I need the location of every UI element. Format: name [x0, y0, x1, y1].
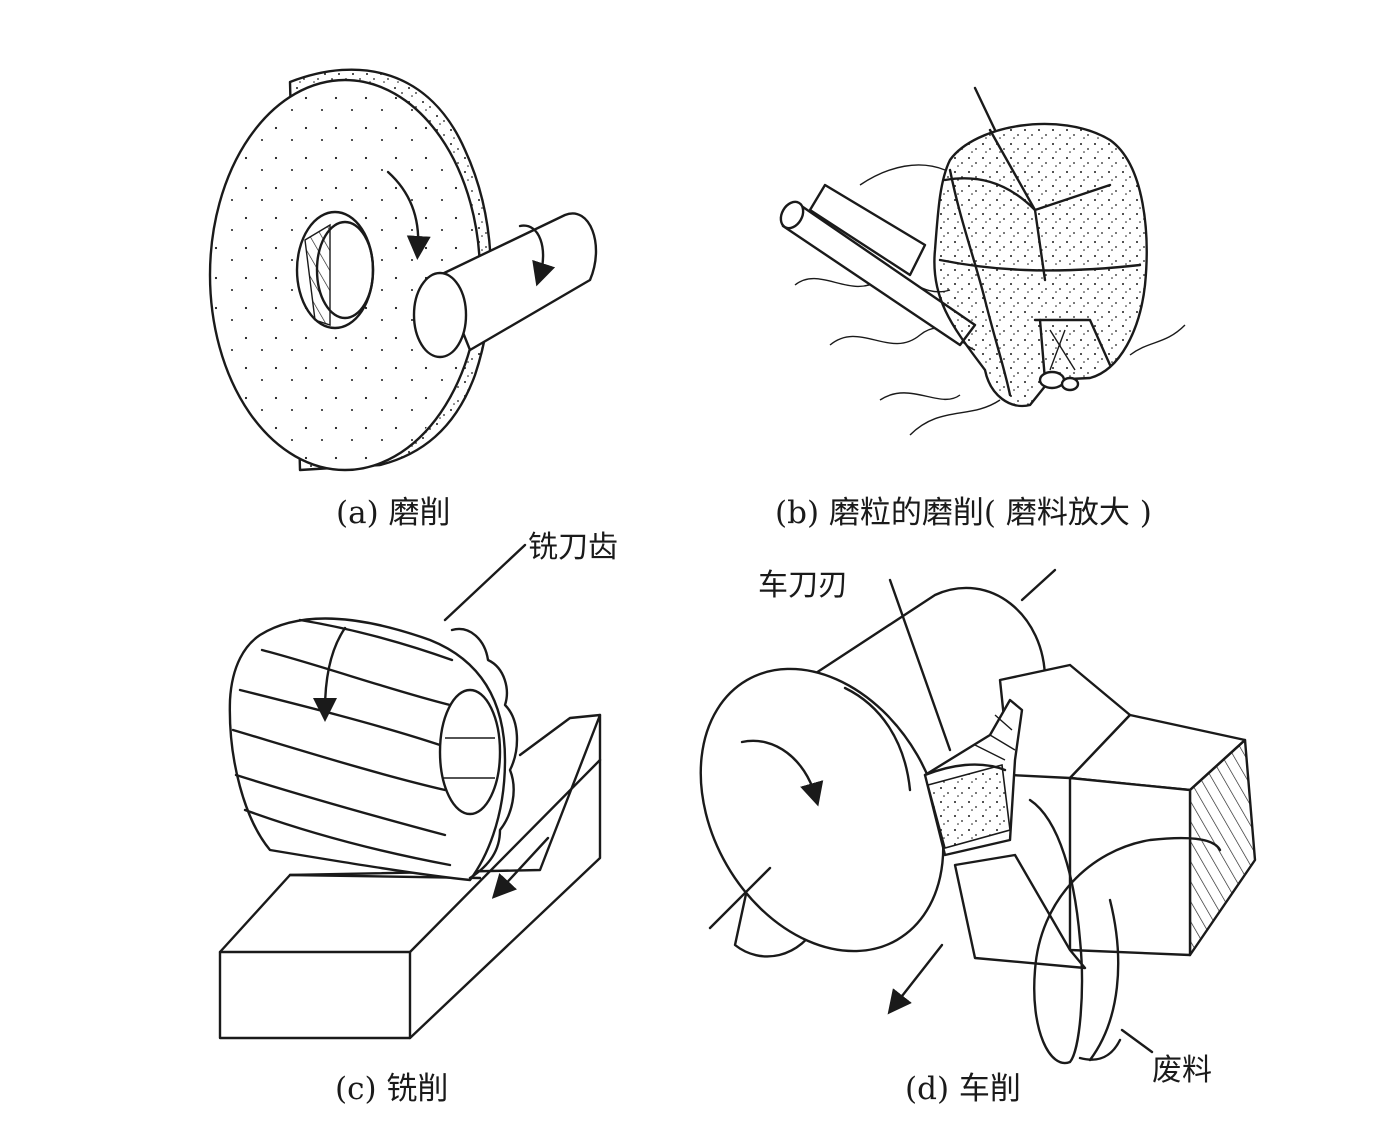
turning-tool-tip [923, 698, 1024, 857]
label-milling-teeth: 铣刀齿 [528, 530, 618, 565]
panel-d-turning [699, 568, 1257, 1065]
wheel-rotation-arrow [386, 170, 431, 260]
grain-holder-rod [779, 183, 977, 347]
blade-leader-line [888, 578, 952, 752]
grinding-workpiece [412, 212, 598, 359]
caption-grinding: (a) 磨削 [336, 495, 451, 531]
abrasive-grain [933, 122, 1148, 408]
label-chip: 废料 [1152, 1053, 1212, 1088]
caption-grain-grinding: (b) 磨粒的磨削( 磨料放大 ) [775, 495, 1152, 531]
caption-turning: (d) 车削 [905, 1071, 1021, 1107]
grain-pointer-line [973, 86, 997, 132]
teeth-leader-line [443, 543, 527, 622]
turning-workpiece [699, 568, 1057, 1015]
panel-a-grinding [208, 68, 598, 472]
cutter-rotation-arrow [313, 626, 347, 722]
panel-b-grain-grinding [779, 86, 1186, 436]
caption-milling: (c) 铣削 [335, 1071, 449, 1107]
milling-cutter [228, 543, 527, 882]
chip-leader-line [1120, 1028, 1154, 1054]
workpiece-rotation-arrow [740, 739, 824, 807]
feed-direction-arrow [491, 836, 550, 899]
chip-curl [1028, 798, 1222, 1065]
label-turning-blade: 车刀刃 [758, 568, 848, 603]
tool-feed-arrow [887, 943, 944, 1015]
turning-tool-holder [953, 663, 1257, 970]
panel-c-milling [218, 543, 602, 1040]
